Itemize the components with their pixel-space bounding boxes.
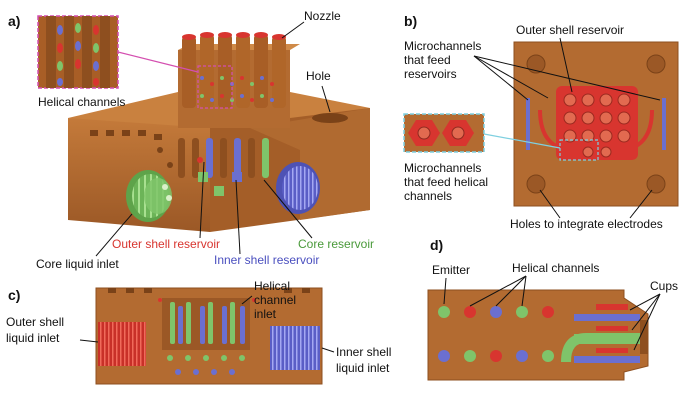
helical-arrow-d-3 [521, 275, 527, 307]
label-helical-channels-d: Helical channels [512, 261, 599, 275]
helical-highlight-box-a [197, 65, 233, 109]
label-hole: Hole [306, 69, 331, 83]
outer-shell-reservoir-b-arrow [559, 37, 573, 93]
cups-arrow-2 [631, 293, 661, 331]
inset-connector-b [483, 133, 561, 149]
electrode-holes [526, 54, 666, 194]
outer-shell-reservoir-arrow [199, 161, 205, 239]
helical-channels-inset [37, 15, 119, 89]
outer-shell-inlet-arrow [79, 339, 99, 343]
panel-c: c) [6, 279, 391, 385]
label-holes-electrodes: Holes to integrate electrodes [510, 217, 663, 231]
core-reservoir-arrow [263, 179, 313, 239]
panel-c-label: c) [8, 287, 20, 303]
microchannels-inset [403, 113, 485, 153]
helical-arrow-d-1 [469, 275, 527, 307]
core-inlet-coil [126, 170, 172, 222]
label-microchannels-feed-reservoirs-1: Microchannels [404, 39, 481, 53]
label-nozzle: Nozzle [304, 9, 341, 23]
label-helical-channels-a: Helical channels [38, 95, 125, 109]
label-microchannels-feed-reservoirs-2: that feed [404, 53, 451, 67]
helical-arrow-d-2 [495, 275, 527, 307]
hole-arrow [321, 85, 331, 113]
emitter-arrow [443, 277, 447, 305]
label-microchannels-feed-reservoirs-3: reservoirs [404, 67, 457, 81]
top-hole [312, 113, 348, 123]
top-notches-c [108, 288, 310, 293]
panel-b-label: b) [404, 13, 417, 29]
inset-connector-line [117, 51, 199, 73]
label-outer-shell-inlet-1: Outer shell [6, 315, 64, 329]
helical-channel-inlet-arrow [241, 295, 253, 305]
inner-shell-coil-c [270, 326, 320, 370]
label-outer-shell-inlet-2: liquid inlet [6, 331, 60, 345]
emitter-dots-bottom [438, 350, 554, 362]
feed-highlight-box-b [559, 139, 599, 161]
label-outer-shell-reservoir-a: Outer shell reservoir [112, 237, 220, 251]
nozzle-array [182, 32, 286, 108]
label-inner-shell-reservoir: Inner shell reservoir [214, 253, 319, 267]
panel-a-label: a) [8, 13, 20, 29]
electrode-hole-arrow-1 [539, 189, 561, 219]
inner-shell-inlet-coil-a [276, 162, 320, 214]
inner-shell-inlet-arrow [321, 347, 335, 353]
panel-d: d) Emitter Helical channe [427, 237, 678, 381]
label-helical-channel-inlet-1: Helical [254, 279, 290, 293]
label-outer-shell-reservoir-b: Outer shell reservoir [516, 23, 624, 37]
label-microchannels-feed-helical-2: that feed helical [404, 175, 488, 189]
label-inner-shell-inlet-2: liquid inlet [336, 361, 390, 375]
microchannel-arrow-3 [473, 55, 661, 101]
label-helical-channel-inlet-3: inlet [254, 307, 277, 321]
outer-shell-reservoir-b [526, 86, 666, 160]
core-liquid-inlet-arrow [95, 213, 133, 257]
outer-shell-coil-c [98, 322, 146, 366]
panel-b: b) [403, 13, 679, 231]
nozzle-arrow [281, 21, 305, 39]
microchannel-arrow-2 [473, 55, 549, 99]
emitter-dots-top [438, 306, 554, 318]
electrode-hole-arrow-2 [629, 189, 653, 219]
device-block-3d [68, 32, 370, 232]
panel-a: a) [8, 9, 374, 271]
label-inner-shell-inlet-1: Inner shell [336, 345, 391, 359]
cups-arrow-3 [633, 293, 661, 351]
panel-d-label: d) [430, 237, 443, 253]
label-microchannels-feed-helical-3: channels [404, 189, 452, 203]
cups-arrow-1 [629, 293, 661, 311]
helical-channel-dots [200, 76, 274, 102]
label-emitter: Emitter [432, 263, 470, 277]
label-microchannels-feed-helical-1: Microchannels [404, 161, 481, 175]
label-core-liquid-inlet: Core liquid inlet [36, 257, 119, 271]
helical-columns-c [158, 298, 256, 375]
microchannel-arrow-1 [473, 55, 529, 101]
inner-shell-reservoir-arrow [235, 179, 241, 255]
label-core-reservoir: Core reservoir [298, 237, 374, 251]
label-cups: Cups [650, 279, 678, 293]
front-holes [90, 130, 173, 168]
label-helical-channel-inlet-2: channel [254, 293, 296, 307]
emitter-tip-channels [561, 304, 648, 363]
nozzle-grid-top [563, 93, 631, 158]
